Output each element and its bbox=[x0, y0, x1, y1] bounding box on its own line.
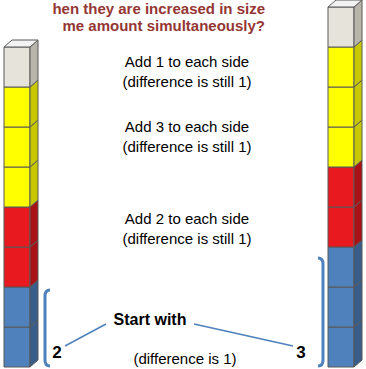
cube-face bbox=[4, 247, 30, 287]
leader-line bbox=[65, 324, 106, 346]
cube-face bbox=[30, 320, 38, 367]
cube-face bbox=[354, 0, 362, 47]
leader-line bbox=[194, 324, 293, 346]
step-text: Add 3 to each side bbox=[125, 118, 249, 136]
note-text: (difference is still 1) bbox=[123, 73, 252, 91]
cube-stack bbox=[4, 0, 362, 367]
cube-face bbox=[328, 127, 354, 167]
cube-face bbox=[354, 240, 362, 287]
cube-face bbox=[354, 320, 362, 367]
cube-face bbox=[30, 40, 38, 87]
cube-face bbox=[354, 40, 362, 87]
count-number: 2 bbox=[52, 343, 61, 363]
note-text: (difference is 1) bbox=[133, 350, 236, 368]
cube-face bbox=[4, 127, 30, 167]
cube-face bbox=[4, 167, 30, 207]
cube-face bbox=[354, 200, 362, 247]
cube-face bbox=[328, 47, 354, 87]
cube-face bbox=[30, 280, 38, 327]
cube-face bbox=[30, 200, 38, 247]
note-text: (difference is still 1) bbox=[123, 230, 252, 248]
count-number: 3 bbox=[296, 343, 305, 363]
cube-face bbox=[328, 287, 354, 327]
step-text: Add 2 to each side bbox=[125, 210, 249, 228]
cube-face bbox=[354, 120, 362, 167]
cube-face bbox=[30, 120, 38, 167]
cube-face bbox=[354, 80, 362, 127]
cube-face bbox=[4, 287, 30, 327]
cube-face bbox=[4, 40, 38, 47]
cube-face bbox=[4, 207, 30, 247]
cube-face bbox=[4, 47, 30, 87]
cube-face bbox=[30, 160, 38, 207]
cube-face bbox=[4, 87, 30, 127]
cube-face bbox=[328, 327, 354, 367]
cube-face bbox=[328, 207, 354, 247]
cube-face bbox=[30, 80, 38, 127]
note-text: (difference is still 1) bbox=[123, 138, 252, 156]
bracket bbox=[45, 290, 50, 366]
cube-face bbox=[328, 7, 354, 47]
cube-face bbox=[328, 87, 354, 127]
cube-face bbox=[328, 0, 362, 7]
cube-face bbox=[354, 280, 362, 327]
cube-face bbox=[328, 247, 354, 287]
cube-face bbox=[30, 240, 38, 287]
cube-face bbox=[354, 160, 362, 207]
heading: hen they are increased in size me amount… bbox=[27, 0, 265, 34]
step-text: Add 1 to each side bbox=[125, 53, 249, 71]
cube-face bbox=[4, 327, 30, 367]
bracket bbox=[318, 258, 323, 366]
start-label: Start with bbox=[114, 310, 187, 329]
cube-face bbox=[328, 167, 354, 207]
